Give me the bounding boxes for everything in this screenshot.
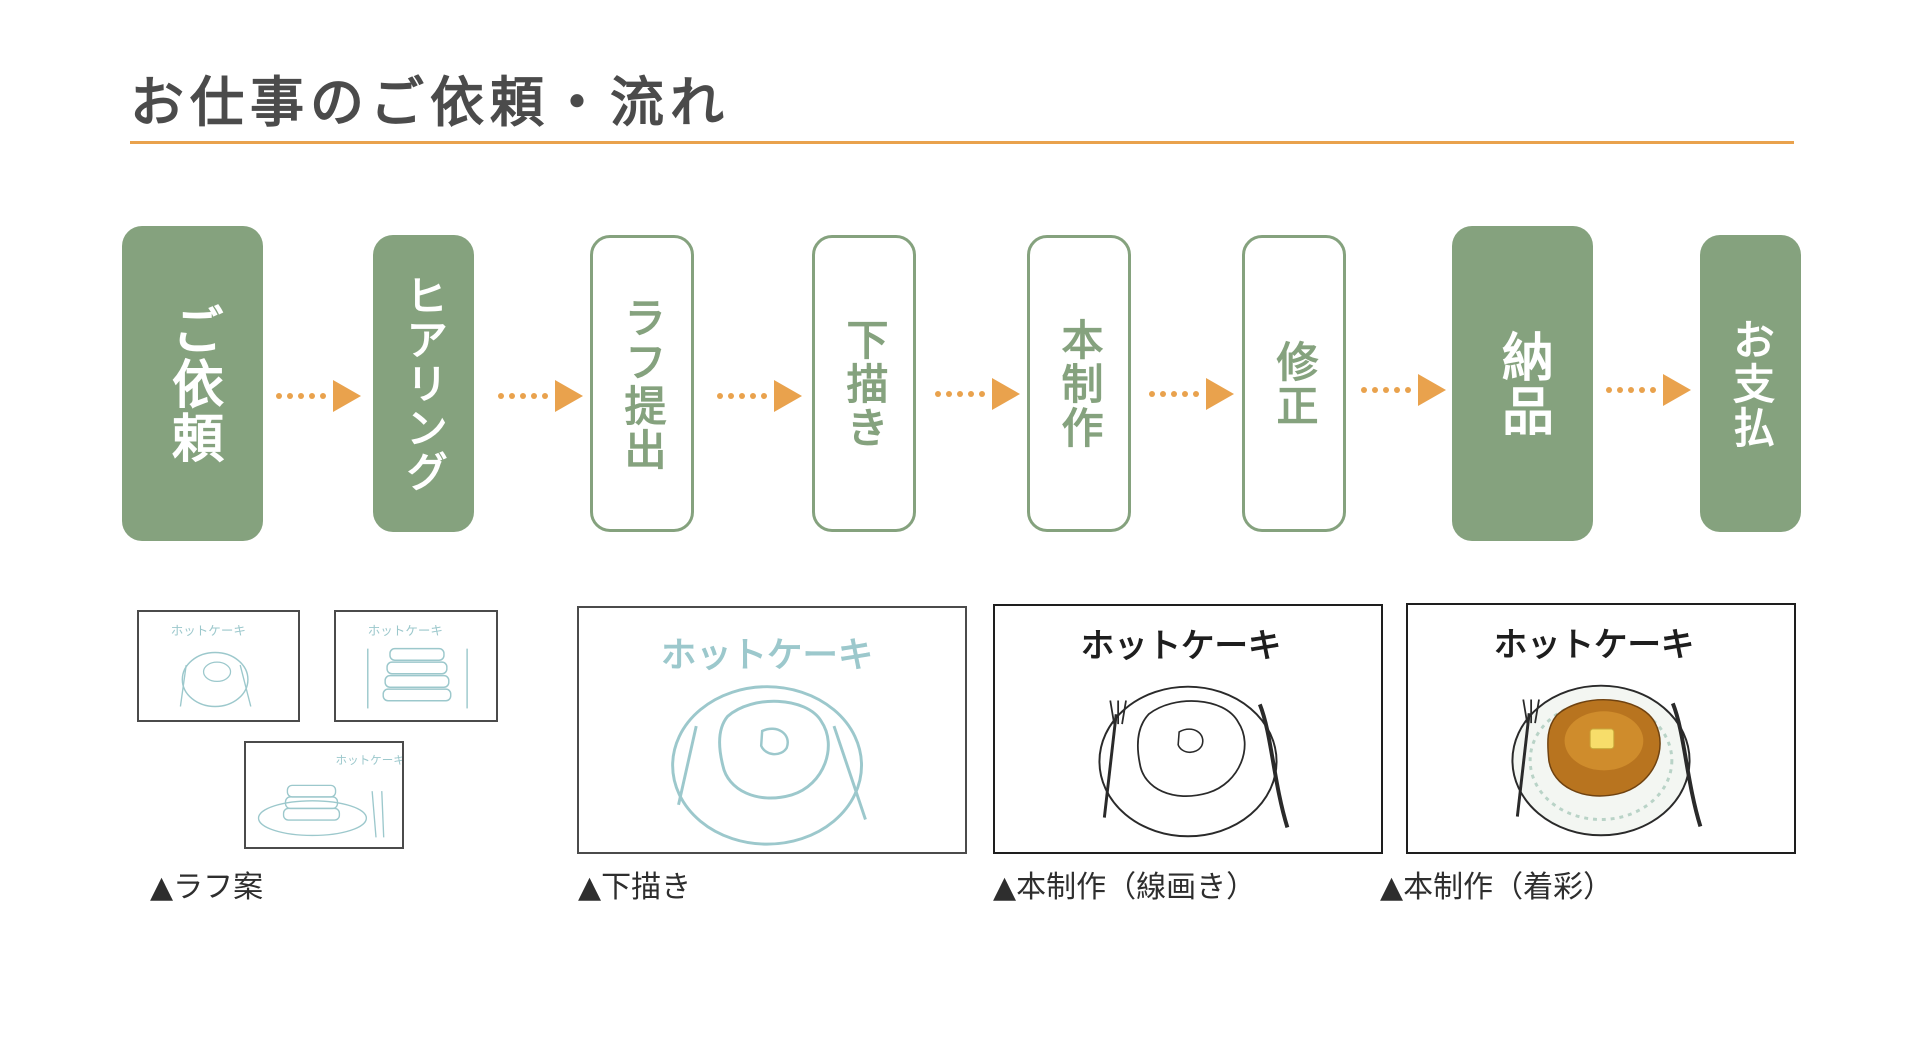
- step-production-label: 本制作: [1055, 317, 1104, 450]
- color-artwork-text: ホットケーキ: [1494, 625, 1695, 664]
- step-hearing-label: ヒアリング: [399, 273, 449, 494]
- rough-sketch-text: ホットケーキ: [171, 623, 246, 638]
- step-sketch-label: 下描き: [840, 317, 889, 450]
- caption-sketch: ▲下描き: [578, 870, 692, 905]
- flow-arrow-icon: [497, 376, 583, 416]
- step-revision-label: 修正: [1270, 339, 1319, 428]
- title-underline: [130, 141, 1794, 144]
- rough-sketch-text: ホットケーキ: [336, 753, 402, 767]
- step-payment-label: お支払: [1726, 317, 1776, 450]
- step-delivery: 納品: [1452, 226, 1593, 541]
- rough-sketch-1: ホットケーキ: [137, 610, 300, 722]
- step-sketch: 下描き: [812, 235, 916, 532]
- sketch-artwork-text: ホットケーキ: [661, 635, 873, 676]
- caption-lineart: ▲本制作（線画き）: [993, 870, 1257, 905]
- step-request-label: ご依頼: [162, 302, 223, 465]
- flow-arrow-icon: [275, 376, 361, 416]
- step-hearing: ヒアリング: [373, 235, 474, 532]
- sketch-artwork: ホットケーキ: [577, 606, 967, 854]
- flow-arrow-icon: [1148, 374, 1234, 414]
- caption-rough: ▲ラフ案: [150, 870, 264, 905]
- step-request: ご依頼: [122, 226, 263, 541]
- flow-arrow-icon: [1360, 370, 1446, 410]
- step-delivery-label: 納品: [1492, 329, 1553, 438]
- color-artwork: ホットケーキ: [1406, 603, 1796, 854]
- page-title: お仕事のご依頼・流れ: [130, 71, 730, 134]
- rough-sketch-3: ホットケーキ: [244, 741, 404, 849]
- rough-sketch-2: ホットケーキ: [334, 610, 498, 722]
- lineart-artwork-text: ホットケーキ: [1081, 626, 1282, 665]
- step-production: 本制作: [1027, 235, 1131, 532]
- step-revision: 修正: [1242, 235, 1346, 532]
- lineart-artwork: ホットケーキ: [993, 604, 1383, 854]
- step-rough-submit-label: ラフ提出: [618, 295, 667, 472]
- step-payment: お支払: [1700, 235, 1801, 532]
- flow-arrow-icon: [1605, 370, 1691, 410]
- flow-arrow-icon: [716, 376, 802, 416]
- caption-color: ▲本制作（着彩）: [1380, 870, 1614, 905]
- step-rough-submit: ラフ提出: [590, 235, 694, 532]
- flow-arrow-icon: [934, 374, 1020, 414]
- rough-sketch-text: ホットケーキ: [368, 623, 443, 638]
